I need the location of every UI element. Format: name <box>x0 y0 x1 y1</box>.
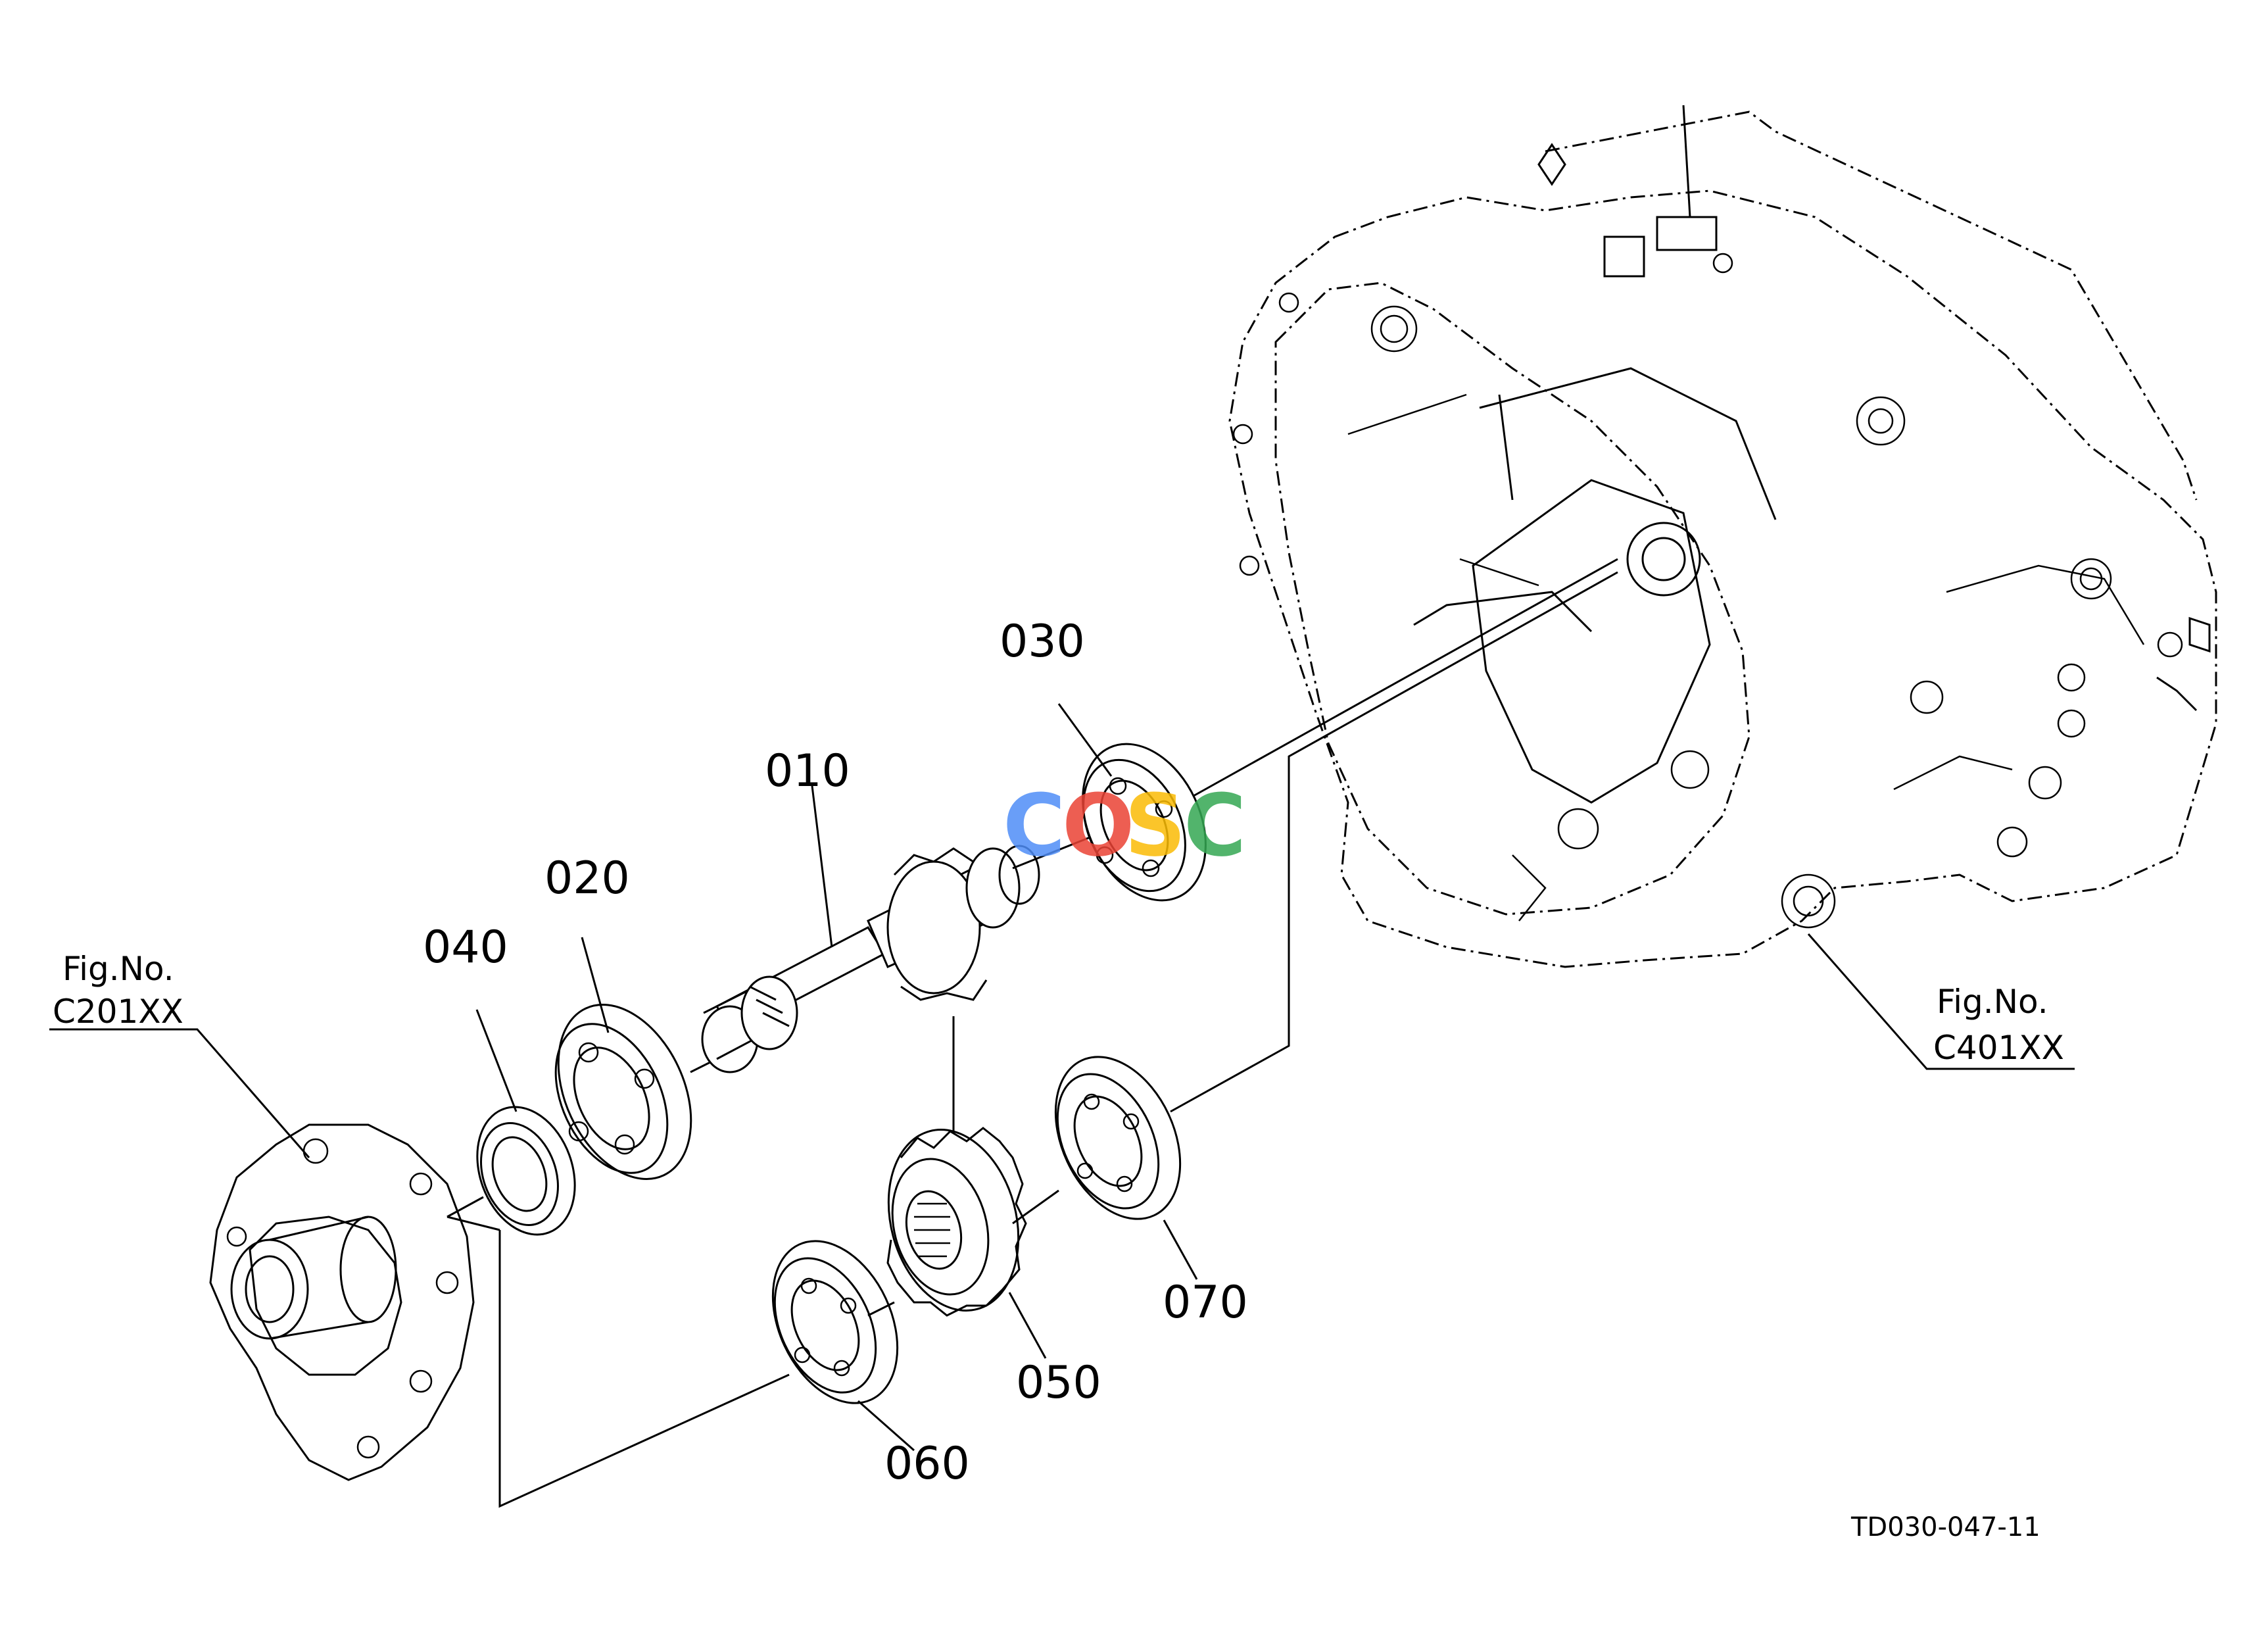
watermark-letter-o: O <box>1062 775 1135 875</box>
bearing-020 <box>554 1004 692 1180</box>
fig-ref-left-line2: C201XX <box>53 993 183 1031</box>
gear-050 <box>886 1127 1027 1317</box>
part-label-050: 050 <box>1016 1357 1101 1409</box>
part-label-010: 010 <box>765 745 850 797</box>
bearing-030 <box>1082 743 1207 902</box>
bearing-070 <box>1054 1056 1182 1220</box>
part-label-070: 070 <box>1163 1277 1248 1329</box>
part-label-060: 060 <box>884 1438 970 1490</box>
fig-ref-right-line2: C401XX <box>1933 1029 2064 1067</box>
watermark-letter-c1: C <box>1003 775 1065 875</box>
drawing-code: TD030-047-11 <box>1850 1512 2040 1542</box>
watermark-letter-s: S <box>1124 775 1186 875</box>
front-housing-cover <box>209 1123 475 1481</box>
fig-ref-left-line1: Fig.No. <box>62 950 174 988</box>
part-label-030: 030 <box>1000 616 1085 668</box>
transmission-housing <box>1228 105 2217 968</box>
fig-ref-right-line1: Fig.No. <box>1937 983 2048 1021</box>
watermark-letter-c2: C <box>1184 775 1246 875</box>
part-label-040: 040 <box>423 922 508 973</box>
bearing-060 <box>771 1240 899 1404</box>
oil-seal-040 <box>476 1106 576 1236</box>
shaft-010 <box>701 827 1112 1073</box>
leader-lines <box>49 703 2075 1452</box>
part-label-020: 020 <box>544 852 630 904</box>
watermark-logo: C O S C <box>1003 775 1246 875</box>
assembly-lines <box>446 558 1618 1508</box>
